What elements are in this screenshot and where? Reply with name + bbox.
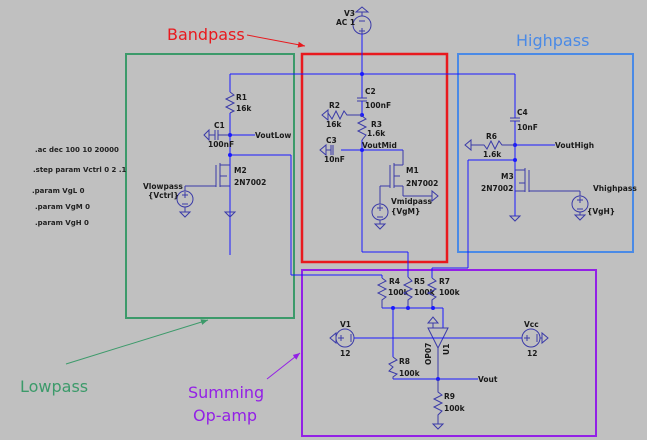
- v3-name: V3: [344, 9, 355, 18]
- directive-param-vgl[interactable]: .param VgL 0: [32, 187, 85, 195]
- summing-box: [301, 269, 597, 437]
- summing-arrow: [266, 352, 301, 380]
- vcc-name: Vcc: [524, 320, 539, 329]
- m2-mosfet[interactable]: [185, 163, 230, 187]
- r7-value: 100k: [439, 288, 461, 297]
- c2-name: C2: [365, 87, 376, 96]
- r2-value: 16k: [326, 120, 342, 129]
- r2-resistor[interactable]: [327, 109, 362, 121]
- vlowpass-source[interactable]: [176, 186, 194, 218]
- net-voutmid: VoutMid: [362, 141, 397, 150]
- v1-name: V1: [340, 320, 351, 329]
- vhighpass-value: {VgH}: [587, 207, 615, 216]
- c4-value: 10nF: [517, 123, 538, 132]
- r3-name: R3: [371, 120, 382, 129]
- c3-name: C3: [326, 136, 337, 145]
- m1-name: M1: [406, 166, 419, 175]
- r8-resistor[interactable]: [388, 356, 399, 379]
- v3-value: AC 1: [336, 18, 355, 27]
- r3-value: 1.6k: [367, 129, 386, 138]
- r7-resistor[interactable]: [426, 277, 438, 308]
- r1-name: R1: [236, 93, 247, 102]
- m3-name: M3: [501, 172, 514, 181]
- lowpass-box: [125, 53, 295, 319]
- u1-name: U1: [442, 344, 451, 355]
- lowpass-arrow: [65, 319, 209, 365]
- r2-name: R2: [329, 101, 340, 110]
- c4-name: C4: [517, 108, 528, 117]
- c1-name: C1: [214, 121, 225, 130]
- vhighpass-name: Vhighpass: [593, 184, 637, 193]
- vhighpass-source[interactable]: [571, 195, 589, 221]
- m1-value: 2N7002: [406, 179, 438, 188]
- m3-ground-icon: [508, 215, 522, 222]
- r5-resistor[interactable]: [402, 276, 414, 308]
- vcc-source[interactable]: [521, 328, 549, 348]
- r9-name: R9: [444, 392, 455, 401]
- r6-resistor[interactable]: [471, 139, 515, 151]
- r9-ground-icon: [431, 423, 445, 430]
- r6-ground-icon: [464, 138, 472, 152]
- c1-capacitor[interactable]: [203, 128, 230, 142]
- directive-param-vgm[interactable]: .param VgM 0: [35, 203, 90, 211]
- vmidpass-source[interactable]: [371, 203, 389, 230]
- net-vout: Vout: [478, 375, 498, 384]
- m3-value: 2N7002: [481, 184, 513, 193]
- m2-value: 2N7002: [234, 178, 266, 187]
- net-vouthigh: VoutHigh: [555, 141, 594, 150]
- r4-resistor[interactable]: [376, 277, 388, 308]
- c4-capacitor[interactable]: [510, 117, 520, 122]
- r5-value: 100k: [414, 288, 436, 297]
- r5-name: R5: [414, 277, 425, 286]
- r9-value: 100k: [444, 404, 466, 413]
- v1-source[interactable]: [329, 328, 355, 348]
- summing-label-line2: Op-amp: [193, 406, 257, 425]
- directive-param-vgh[interactable]: .param VgH 0: [35, 219, 89, 227]
- m3-mosfet[interactable]: [515, 168, 581, 196]
- c1-value: 100nF: [208, 140, 234, 149]
- vmidpass-value: {VgM}: [391, 207, 420, 216]
- bandpass-box: [300, 52, 449, 264]
- vcc-value: 12: [527, 349, 537, 358]
- bandpass-arrow: [246, 34, 306, 48]
- vlowpass-value: {Vctrl}: [148, 191, 179, 200]
- c3-value: 10nF: [324, 155, 345, 164]
- r8-name: R8: [399, 357, 410, 366]
- directive-step[interactable]: .step param Vctrl 0 2 .1: [33, 166, 126, 174]
- c2-value: 100nF: [365, 101, 391, 110]
- vlowpass-name: Vlowpass: [143, 182, 183, 191]
- r1-value: 16k: [236, 104, 252, 113]
- highpass-label: Highpass: [516, 31, 589, 50]
- c3-capacitor[interactable]: [319, 143, 334, 157]
- r8-value: 100k: [399, 369, 421, 378]
- bandpass-label: Bandpass: [167, 25, 245, 44]
- u1-model: OP07: [424, 343, 433, 365]
- v1-value: 12: [340, 349, 350, 358]
- summing-label-line1: Summing: [188, 383, 264, 402]
- r4-name: R4: [389, 277, 400, 286]
- r9-resistor[interactable]: [432, 379, 444, 424]
- m1-mosfet[interactable]: [379, 150, 439, 204]
- net-voutlow: VoutLow: [255, 131, 291, 140]
- directive-ac[interactable]: .ac dec 100 10 20000: [35, 146, 119, 154]
- lowpass-label: Lowpass: [20, 377, 88, 396]
- r4-value: 100k: [388, 288, 410, 297]
- r2-ground-icon: [321, 108, 329, 122]
- m2-name: M2: [234, 166, 247, 175]
- r6-value: 1.6k: [483, 150, 502, 159]
- vmidpass-name: Vmidpass: [391, 197, 432, 206]
- highpass-box: [457, 53, 634, 253]
- r1-resistor[interactable]: [224, 91, 236, 114]
- v3-source[interactable]: [352, 6, 372, 35]
- r3-resistor[interactable]: [356, 115, 368, 141]
- r6-name: R6: [486, 132, 497, 141]
- r7-name: R7: [439, 277, 450, 286]
